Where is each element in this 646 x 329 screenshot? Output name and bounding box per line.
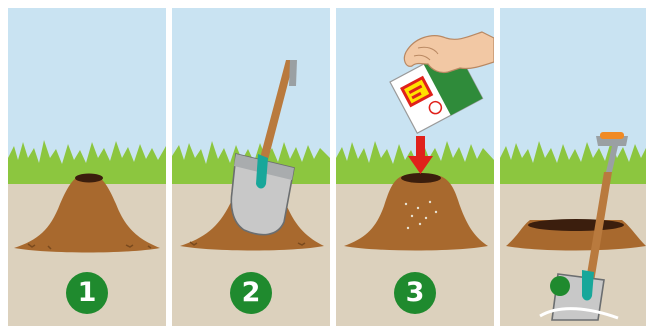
step-panel-2: 2 — [172, 8, 330, 326]
step-number-badge: 3 — [394, 272, 436, 314]
step-number-badge: 2 — [230, 272, 272, 314]
step-number-badge: 1 — [66, 272, 108, 314]
step-panel-1: 1 — [8, 8, 166, 326]
step-4-illustration — [500, 8, 646, 326]
step-panel-4 — [500, 8, 646, 326]
step-panel-3: 3 — [336, 8, 494, 326]
